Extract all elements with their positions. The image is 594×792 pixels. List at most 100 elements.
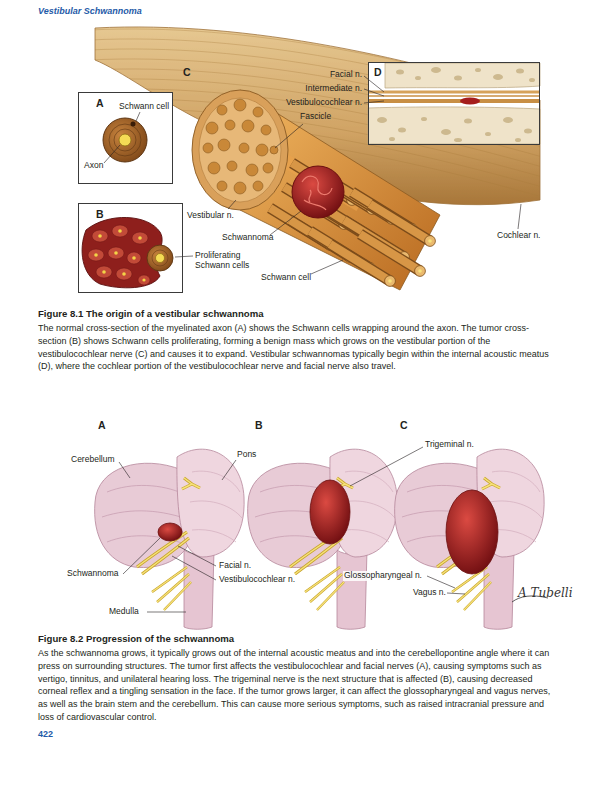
nerve-cross-section [239,143,249,153]
brain-stem [310,480,350,544]
temporal-bone [464,119,472,124]
inset-ground [368,62,540,145]
nerve-label: Intermediate n. [305,84,362,94]
tumor-cross-section [152,250,168,266]
nerve-label: Trigeminal n. [424,440,475,450]
nerve-label: Vestibulocochlear n. [286,98,362,108]
tumor-cross-section [94,229,145,281]
nerve-cross-section [208,162,220,174]
nerve-cross-section [261,125,271,135]
temporal-bone [368,63,540,144]
leader-line [178,546,216,566]
leader-line [275,124,303,148]
panel-letter: B [255,419,263,431]
tumor-cross-section [116,268,132,280]
tumor-cross-section [156,254,165,263]
myelinated-axon [109,124,141,156]
leader-line [311,260,343,274]
leader-line [119,447,465,612]
structure-label: Pons [236,450,257,460]
tumor-cross-section [132,232,148,244]
schwannoma-mass [292,166,344,218]
nerve-cross-section [225,120,235,130]
temporal-bone [377,117,387,123]
nerve-cross-section [227,161,237,171]
brain-stem [446,490,498,574]
figure-caption-heading: Figure 8.1 The origin of a vestibular sc… [38,308,556,320]
tumor-cross-section [88,249,104,261]
temporal-bone [368,91,540,94]
temporal-bone [475,68,481,72]
temporal-bone [516,69,524,74]
fascicle-rod [270,163,435,286]
leader-line [172,556,216,580]
leader-line [364,89,384,96]
tumor-cross-section [127,252,141,264]
temporal-bone [396,70,404,75]
tumor-cross-section [108,247,124,259]
leader-line [228,200,236,209]
nerve-cross-section [203,99,278,194]
temporal-bone [421,117,427,121]
leader-line [123,538,160,574]
tumor-cross-section [98,234,102,238]
leader-line [119,462,130,478]
temporal-bone [431,67,441,73]
nerve-cross-section [234,182,246,194]
nerve-cross-section [217,181,227,191]
nerve-cross-section [217,105,227,115]
nerve-cross-section [253,107,263,117]
schwannoma-mass [302,176,332,210]
nerve-cross-section [192,90,288,210]
structure-label: Axon [84,161,103,171]
brain-stem [95,449,545,629]
structure-label: Cerebellum [70,455,115,465]
nerve-label: Facial n. [218,561,252,571]
nerve-cross-section [218,139,230,151]
tumor-cross-section [94,253,98,257]
leader-line [447,593,465,594]
tumor-cross-section [122,272,126,276]
nerve-cross-section [246,164,258,176]
leader-line [175,256,193,257]
tumor-cross-section [142,278,145,281]
figure-caption: As the schwannoma grows, it typically gr… [38,647,556,724]
temporal-bone [524,129,532,134]
temporal-bone [385,63,540,88]
artist-signature: A Tubelli [518,587,573,601]
running-header: Vestibular Schwannoma [38,6,142,16]
nerve-label: Glossopharyngeal n. [343,571,423,581]
myelinated-axon [119,134,131,146]
nerve-cross-section [263,163,273,173]
nerve-cross-section [256,144,268,156]
nerve-cross-section [234,99,246,111]
cell-label: Proliferating Schwann cells [195,251,259,271]
panel-letter: A [98,419,106,431]
tumor-cross-section [147,245,173,271]
nerve-cross-section [253,181,263,191]
nerve-cross-section [270,146,278,154]
leader-line [104,145,120,163]
brain-stem [395,449,545,629]
temporal-bone [493,74,503,80]
tumor-cross-section [138,236,142,240]
panel-letter: C [400,419,408,431]
cell-label: Schwann cell [261,273,311,283]
myelinated-axon [103,118,147,162]
page-number: 422 [38,729,53,739]
brain-stem [248,449,398,629]
tumor-cross-section [114,251,118,255]
brain-stem [95,449,245,629]
structure-label: Medulla [108,607,140,617]
temporal-bone [368,99,540,103]
temporal-bone [398,128,406,133]
temporal-bone [454,76,462,81]
panel-letter: B [96,208,104,220]
nerve-label: Vagus n. [412,588,447,598]
tumor-cross-section [88,225,150,285]
